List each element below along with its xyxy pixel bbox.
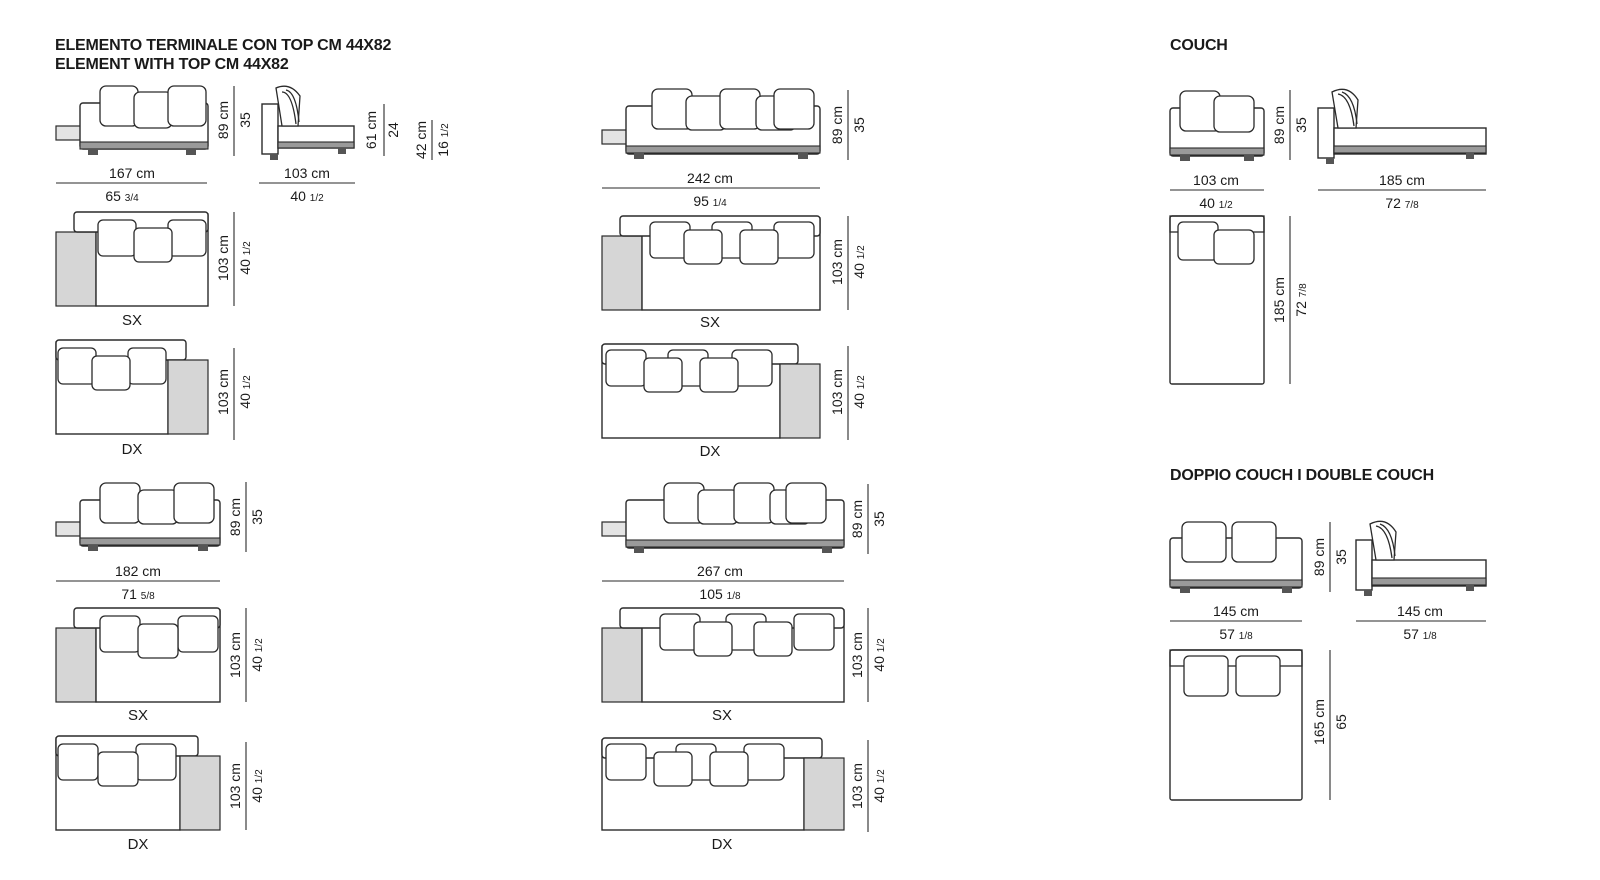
col2-top-height-cm: 89 cm <box>829 106 845 144</box>
col2-top-plan-dx <box>601 343 821 439</box>
col2-top-width-cm: 242 cm <box>687 170 733 186</box>
double-couch-side-elevation <box>1355 520 1487 596</box>
title-double-couch: DOPPIO COUCH I DOUBLE COUCH <box>1170 467 1434 484</box>
col1-top-plan-dx-depth-in: 40 1/2 <box>237 375 253 409</box>
col2-bottom-height-in: 35 <box>871 511 887 527</box>
col1-top-plan-sx-depth-cm: 103 cm <box>215 235 231 281</box>
double-couch-plan-length-cm: 165 cm <box>1311 699 1327 745</box>
couch-plan <box>1169 215 1265 385</box>
col2-top-height-in: 35 <box>851 117 867 133</box>
col2-top-plan-dx-depth-cm: 103 cm <box>829 369 845 415</box>
double-couch-height-in: 35 <box>1333 549 1349 565</box>
col2-top-width-in: 95 1/4 <box>693 193 727 209</box>
couch-side-length-cm: 185 cm <box>1379 172 1425 188</box>
col2-top-plan-sx-depth-in: 40 1/2 <box>851 245 867 279</box>
col1-bottom-height-cm: 89 cm <box>227 498 243 536</box>
double-couch-width-in: 57 1/8 <box>1219 626 1253 642</box>
col2-bottom-plan-sx-depth-cm: 103 cm <box>849 632 865 678</box>
col1-side-seat-in: 16 1/2 <box>435 123 451 157</box>
col2-bottom-plan-dx-depth-in: 40 1/2 <box>871 769 887 803</box>
col1-bottom-plan-sx-depth-in: 40 1/2 <box>249 638 265 672</box>
col1-top-label-dx: DX <box>122 441 143 458</box>
col1-side-height-in: 24 <box>385 122 401 138</box>
col1-bottom-label-dx: DX <box>128 836 149 853</box>
col1-bottom-plan-dx-depth-in: 40 1/2 <box>249 769 265 803</box>
col1-side-depth-cm: 103 cm <box>284 165 330 181</box>
title-terminal-element-en: ELEMENT WITH TOP CM 44X82 <box>55 56 289 73</box>
col1-top-plan-dx <box>55 339 209 435</box>
col1-bottom-width-in: 71 5/8 <box>121 586 155 602</box>
col1-top-front-elevation <box>55 85 209 155</box>
col2-bottom-plan-dx <box>601 737 845 831</box>
title-terminal-element-it: ELEMENTO TERMINALE CON TOP CM 44X82 <box>55 37 391 54</box>
couch-side-elevation <box>1317 88 1487 164</box>
double-couch-plan <box>1169 649 1303 801</box>
title-couch: COUCH <box>1170 37 1228 54</box>
double-couch-side-length-cm: 145 cm <box>1397 603 1443 619</box>
double-couch-side-length-in: 57 1/8 <box>1403 626 1437 642</box>
couch-side-length-in: 72 7/8 <box>1385 195 1419 211</box>
couch-plan-length-in: 72 7/8 <box>1293 283 1309 317</box>
col1-bottom-height-in: 35 <box>249 509 265 525</box>
col1-top-side-elevation <box>261 85 355 160</box>
col1-side-height-cm: 61 cm <box>363 111 379 149</box>
double-couch-plan-length-in: 65 <box>1333 714 1349 730</box>
col1-top-width-in: 65 3/4 <box>105 188 139 204</box>
col1-top-plan-sx-depth-in: 40 1/2 <box>237 241 253 275</box>
col1-bottom-front-elevation <box>55 482 221 551</box>
couch-width-cm: 103 cm <box>1193 172 1239 188</box>
col1-top-plan-sx <box>55 211 209 307</box>
col1-top-height-in: 35 <box>237 112 253 128</box>
col2-bottom-width-cm: 267 cm <box>697 563 743 579</box>
col2-bottom-height-cm: 89 cm <box>849 500 865 538</box>
couch-height-in: 35 <box>1293 117 1309 133</box>
couch-width-in: 40 1/2 <box>1199 195 1233 211</box>
col2-bottom-plan-dx-depth-cm: 103 cm <box>849 763 865 809</box>
col1-top-label-sx: SX <box>122 312 142 329</box>
col1-top-width-cm: 167 cm <box>109 165 155 181</box>
col1-bottom-width-cm: 182 cm <box>115 563 161 579</box>
double-couch-height-cm: 89 cm <box>1311 538 1327 576</box>
col1-top-plan-dx-depth-cm: 103 cm <box>215 369 231 415</box>
col2-bottom-label-dx: DX <box>712 836 733 853</box>
col2-bottom-plan-sx-depth-in: 40 1/2 <box>871 638 887 672</box>
col1-bottom-label-sx: SX <box>128 707 148 724</box>
col2-bottom-width-in: 105 1/8 <box>699 586 741 602</box>
double-couch-front-elevation <box>1169 521 1303 593</box>
col2-top-plan-dx-depth-in: 40 1/2 <box>851 375 867 409</box>
col2-top-front-elevation <box>601 88 821 159</box>
col2-bottom-label-sx: SX <box>712 707 732 724</box>
col2-top-label-dx: DX <box>700 443 721 460</box>
couch-front-elevation <box>1169 90 1265 161</box>
col1-bottom-plan-sx <box>55 607 221 703</box>
couch-height-cm: 89 cm <box>1271 106 1287 144</box>
couch-plan-length-cm: 185 cm <box>1271 277 1287 323</box>
col1-side-depth-in: 40 1/2 <box>290 188 324 204</box>
col1-bottom-plan-sx-depth-cm: 103 cm <box>227 632 243 678</box>
double-couch-width-cm: 145 cm <box>1213 603 1259 619</box>
col2-top-plan-sx-depth-cm: 103 cm <box>829 239 845 285</box>
col1-bottom-plan-dx <box>55 735 221 831</box>
col2-top-plan-sx <box>601 215 821 311</box>
col2-top-label-sx: SX <box>700 314 720 331</box>
col1-bottom-plan-dx-depth-cm: 103 cm <box>227 763 243 809</box>
col1-top-height-cm: 89 cm <box>215 101 231 139</box>
col2-bottom-front-elevation <box>601 482 845 553</box>
col2-bottom-plan-sx <box>601 607 845 703</box>
col1-side-seat-cm: 42 cm <box>413 121 429 159</box>
